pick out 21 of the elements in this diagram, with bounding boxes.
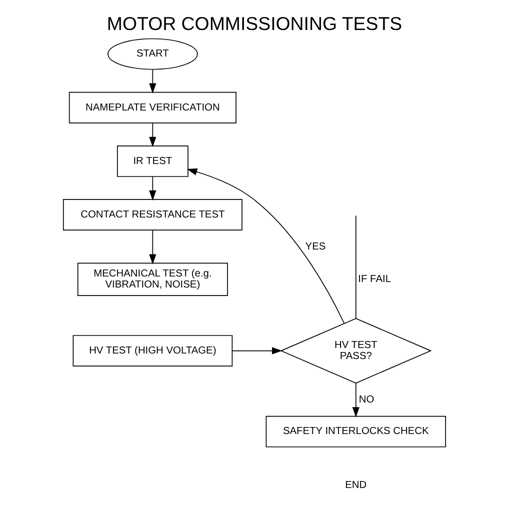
- node-box: IR TEST: [116, 145, 188, 177]
- arrow: [352, 382, 360, 418]
- node-box: HV TEST (HIGH VOLTAGE): [72, 335, 233, 367]
- edge-label: IF FAIL: [358, 274, 392, 286]
- arrow: [149, 230, 156, 264]
- node-box: NAMEPLATE VERIFICATION: [68, 92, 236, 124]
- node-ellipse: START: [108, 38, 198, 70]
- arrow: [149, 69, 156, 94]
- arrow: [232, 347, 282, 354]
- arrow: [149, 176, 156, 201]
- edge-label: NO: [358, 394, 374, 406]
- arrow: [149, 122, 156, 148]
- arrow: [186, 168, 345, 324]
- node-box: MECHANICAL TEST (e.g. VIBRATION, NOISE): [77, 262, 228, 296]
- node-diamond: HV TEST PASS?: [280, 318, 432, 384]
- node-box: CONTACT RESISTANCE TEST: [62, 199, 242, 230]
- connector: [355, 215, 356, 319]
- diagram-title: MOTOR COMMISSIONING TESTS: [106, 12, 402, 34]
- node-box: SAFETY INTERLOCKS CHECK: [266, 416, 446, 448]
- label: END: [345, 480, 367, 491]
- edge-label: YES: [305, 241, 326, 252]
